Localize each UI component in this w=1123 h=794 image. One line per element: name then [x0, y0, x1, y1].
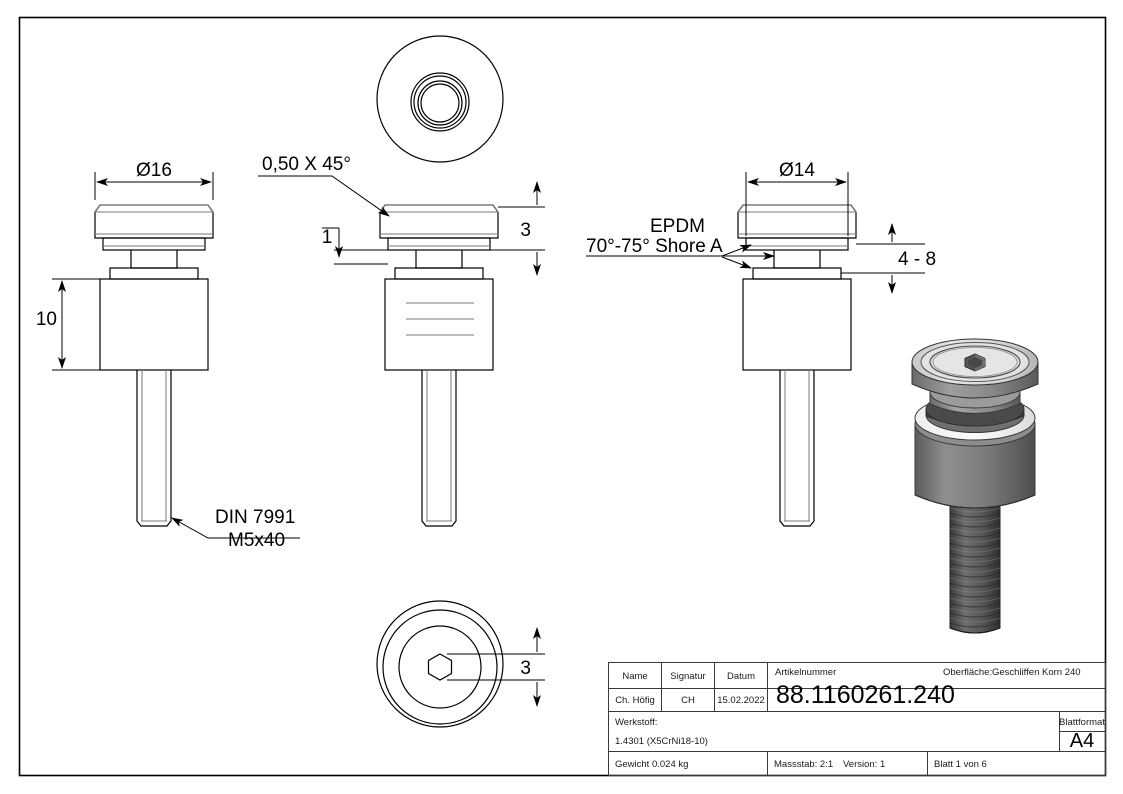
- tb-value-sheet-format: A4: [1070, 730, 1094, 752]
- tb-value-weight: Gewicht 0.024 kg: [615, 759, 688, 770]
- iso-cap: [911, 338, 1039, 399]
- dim-label-height10: 10: [36, 309, 57, 330]
- fv1-washer: [102, 237, 206, 251]
- front-view-middle: 0,50 X 45° 3 1: [258, 154, 545, 527]
- dimension-washer-1: 1: [322, 227, 388, 265]
- tb-value-version: Version: 1: [843, 759, 885, 770]
- dim-label-dia16: Ø16: [136, 160, 172, 181]
- callout-epdm-line2: 70°-75° Shore A: [586, 236, 723, 257]
- fv3-shaft: [779, 370, 815, 527]
- fv2-flange: [394, 267, 484, 280]
- tb-header-name: Name: [622, 671, 647, 682]
- bottom-view: 3: [376, 600, 545, 728]
- fv2-washer: [387, 237, 491, 251]
- fv1-body: [99, 278, 209, 371]
- fv2-cap: [379, 204, 499, 239]
- callout-epdm: EPDM 70°-75° Shore A: [586, 216, 775, 269]
- tb-value-scale: Massstab: 2:1: [774, 759, 833, 770]
- fv1-neck: [130, 250, 178, 269]
- tb-value-sheet: Blatt 1 von 6: [934, 759, 987, 770]
- callout-din7991: DIN 7991 M5x40: [171, 507, 300, 551]
- fv2-body: [384, 278, 494, 371]
- dimension-height10: 10: [36, 278, 100, 371]
- tb-header-article-number: Artikelnummer: [775, 667, 836, 678]
- tb-header-signature: Signatur: [670, 671, 705, 682]
- callout-din7991-line1: DIN 7991: [215, 507, 295, 528]
- dim-label-washer-1: 1: [322, 227, 333, 248]
- tb-header-surface: Oberfläche:: [943, 667, 992, 678]
- front-view-left: Ø16 10 DIN 7991 M5x40: [36, 160, 300, 551]
- callout-epdm-line1: EPDM: [650, 216, 705, 237]
- tb-header-date: Datum: [727, 671, 755, 682]
- fv1-shaft: [136, 370, 172, 527]
- isometric-3d-view: [911, 338, 1039, 634]
- iso-threaded-shaft: [949, 504, 1001, 634]
- dimension-range48: 4 - 8: [841, 223, 936, 294]
- tb-value-name: Ch. Höfig: [615, 695, 655, 706]
- tb-value-surface: Geschliffen Korn 240: [992, 667, 1081, 678]
- tb-value-article-number: 88.1160261.240: [776, 681, 955, 709]
- dim-label-hex-3: 3: [520, 658, 531, 679]
- title-block: Name Signatur Datum Artikelnummer Oberfl…: [608, 662, 1106, 776]
- dim-label-cap-3: 3: [520, 220, 531, 241]
- fv3-cap: [737, 204, 857, 239]
- fv3-neck: [773, 250, 821, 269]
- fv2-neck: [415, 250, 463, 269]
- tb-header-sheet-format: Blattformat: [1059, 717, 1105, 728]
- tb-header-material: Werkstoff:: [615, 717, 657, 728]
- callout-chamfer: 0,50 X 45°: [258, 154, 390, 217]
- callout-chamfer-label: 0,50 X 45°: [262, 154, 351, 175]
- fv1-flange: [109, 267, 199, 280]
- front-view-right: Ø14 EPDM 70°-75° Shore A 4 - 8: [586, 160, 936, 527]
- dimension-hex-3: 3: [447, 627, 545, 707]
- dim-label-range48: 4 - 8: [898, 249, 936, 270]
- dimension-dia16: Ø16: [94, 160, 214, 200]
- fv2-shaft: [421, 370, 457, 527]
- fv1-cap: [94, 204, 214, 239]
- callout-din7991-line2: M5x40: [228, 530, 285, 551]
- dim-label-dia14: Ø14: [779, 160, 815, 181]
- dimension-dia14: Ø14: [745, 160, 849, 236]
- fv3-flange: [752, 267, 842, 280]
- fv3-body: [742, 278, 852, 371]
- sheet-border: [18, 16, 1107, 777]
- dimension-cap-3: 3: [490, 181, 545, 276]
- tb-value-signature: CH: [681, 695, 695, 706]
- fv3-washer: [745, 237, 849, 251]
- top-view: [376, 35, 504, 163]
- tb-value-material: 1.4301 (X5CrNi18-10): [615, 736, 708, 747]
- tb-value-date: 15.02.2022: [717, 695, 765, 706]
